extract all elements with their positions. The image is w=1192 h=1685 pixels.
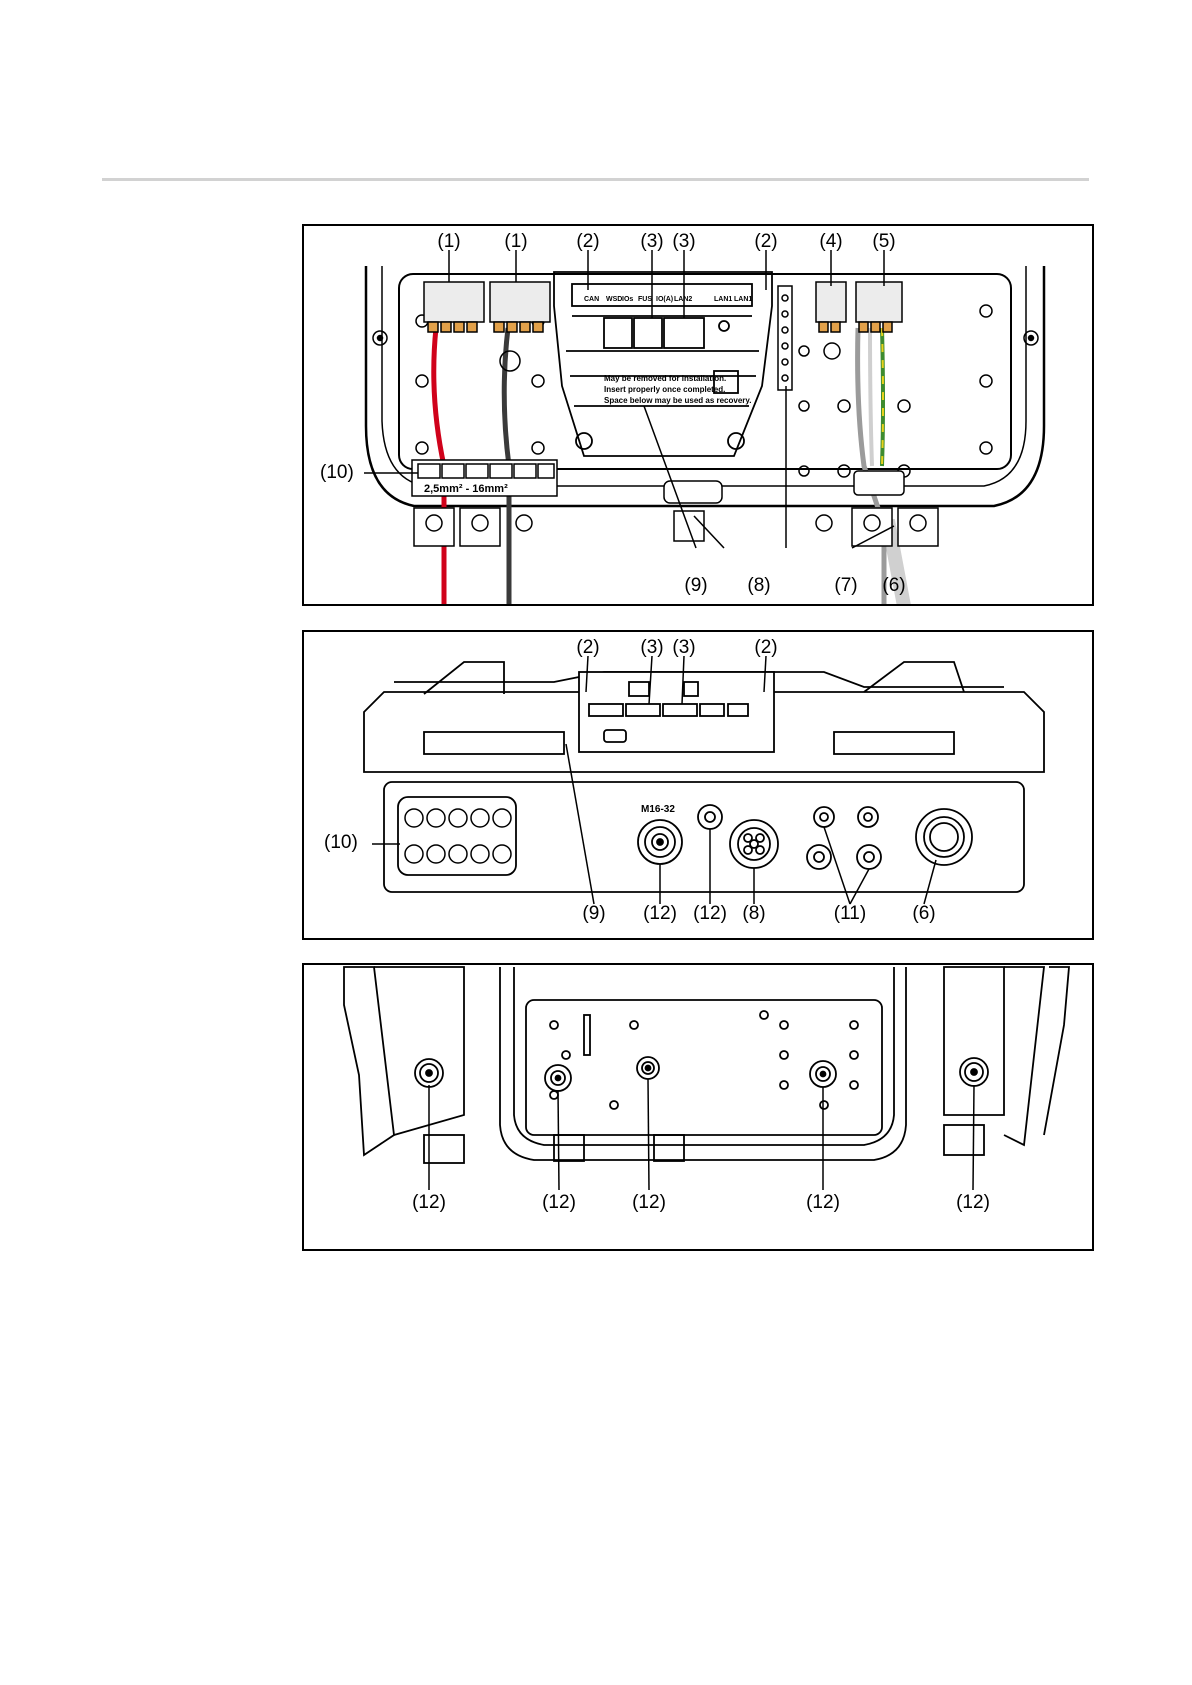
svg-text:LAN1: LAN1: [734, 296, 752, 303]
svg-text:WSD: WSD: [606, 296, 622, 303]
callout-9b: (9): [582, 904, 605, 924]
callout-2a: (2): [576, 232, 599, 252]
callout-11: (11): [834, 904, 866, 924]
callout-12e: (12): [632, 1193, 666, 1213]
callout-6a: (6): [882, 576, 905, 596]
callout-3b: (3): [672, 232, 695, 252]
gland-m16-label: M16-32: [641, 804, 675, 815]
svg-text:LAN2: LAN2: [674, 296, 692, 303]
svg-text:CAN: CAN: [584, 296, 599, 303]
callout-2d: (2): [754, 638, 777, 658]
grounding-rail: [778, 286, 792, 390]
cross-section-label: 2,5mm² - 16mm²: [424, 483, 508, 495]
svg-text:FUS: FUS: [638, 296, 652, 303]
callout-1a: (1): [437, 232, 460, 252]
top-rule: [102, 178, 1089, 181]
svg-text:IO(A): IO(A): [656, 296, 673, 303]
callout-8a: (8): [747, 576, 770, 596]
data-board: [579, 672, 774, 752]
bottom-view-drawing: M16-32: [304, 632, 1092, 938]
removable-note-3: Space below may be used as recovery.: [604, 396, 751, 405]
callout-12c: (12): [412, 1193, 446, 1213]
dc-terminals: [424, 282, 550, 332]
left-side-profile: [344, 967, 394, 1155]
callout-12b: (12): [693, 904, 727, 924]
panel-side-rear-views: (12) (12) (12) (12) (12): [302, 963, 1094, 1251]
callout-12g: (12): [956, 1193, 990, 1213]
svg-text:IOs: IOs: [622, 296, 633, 303]
removable-note-2: Insert properly once completed.: [604, 385, 725, 394]
callout-12d: (12): [542, 1193, 576, 1213]
callout-1b: (1): [504, 232, 527, 252]
callout-12f: (12): [806, 1193, 840, 1213]
callout-12a: (12): [643, 904, 677, 924]
callout-10b: (10): [324, 833, 358, 853]
callout-3d: (3): [672, 638, 695, 658]
svg-text:LAN1: LAN1: [714, 296, 732, 303]
knockouts: [638, 805, 972, 869]
callout-6b: (6): [912, 904, 935, 924]
callout-3a: (3): [640, 232, 663, 252]
callout-2c: (2): [576, 638, 599, 658]
removable-note-1: May be removed for installation.: [604, 374, 726, 383]
callout-9a: (9): [684, 576, 707, 596]
panel-bottom-view: M16-32 (2) (3) (3) (2) (10) (9) (12) (12…: [302, 630, 1094, 940]
rear-housing: [500, 967, 906, 1160]
callout-10a: (10): [320, 463, 354, 483]
callout-3c: (3): [640, 638, 663, 658]
callout-2b: (2): [754, 232, 777, 252]
callout-7: (7): [834, 576, 857, 596]
callout-4: (4): [819, 232, 842, 252]
callout-8b: (8): [742, 904, 765, 924]
callout-5: (5): [872, 232, 895, 252]
